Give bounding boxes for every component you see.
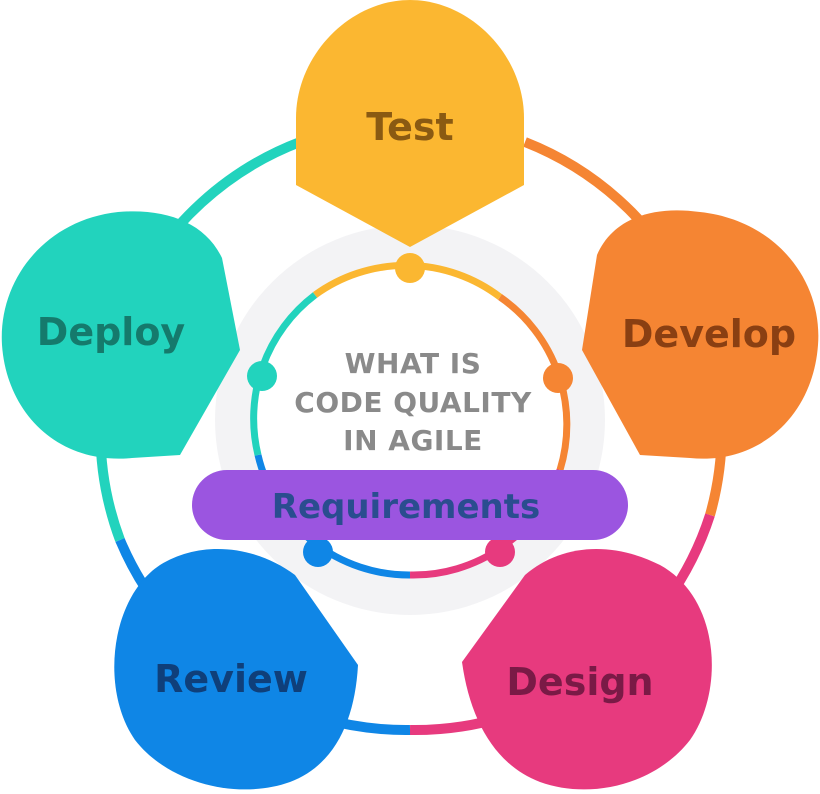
inner-ring-dot-test (395, 253, 425, 283)
stage-review-shape (114, 548, 358, 790)
inner-ring-dot-deploy (247, 361, 277, 391)
stage-test: Test (296, 0, 524, 247)
inner-ring-dot-design (485, 537, 515, 567)
inner-ring-dot-develop (543, 363, 573, 393)
requirements-pill (192, 470, 628, 540)
stage-develop: Develop (582, 210, 819, 459)
stage-deploy: Deploy (1, 211, 240, 459)
center-title-line-3: IN AGILE (343, 424, 483, 457)
stage-design-label: Design (506, 660, 653, 704)
center-title-line-1: WHAT IS (345, 347, 482, 380)
stage-design: Design (462, 548, 712, 790)
stage-deploy-label: Deploy (37, 310, 186, 354)
stage-develop-label: Develop (622, 312, 796, 356)
center-title-line-2: CODE QUALITY (294, 386, 532, 419)
stage-deploy-shape (1, 211, 240, 459)
stage-develop-shape (582, 210, 819, 459)
stage-test-shape (296, 0, 524, 247)
stage-design-shape (462, 548, 712, 790)
stage-test-label: Test (366, 105, 453, 149)
inner-ring-dot-review (303, 537, 333, 567)
stage-review-label: Review (154, 657, 308, 701)
stage-review: Review (114, 548, 358, 790)
requirements-label: Requirements (272, 487, 540, 527)
